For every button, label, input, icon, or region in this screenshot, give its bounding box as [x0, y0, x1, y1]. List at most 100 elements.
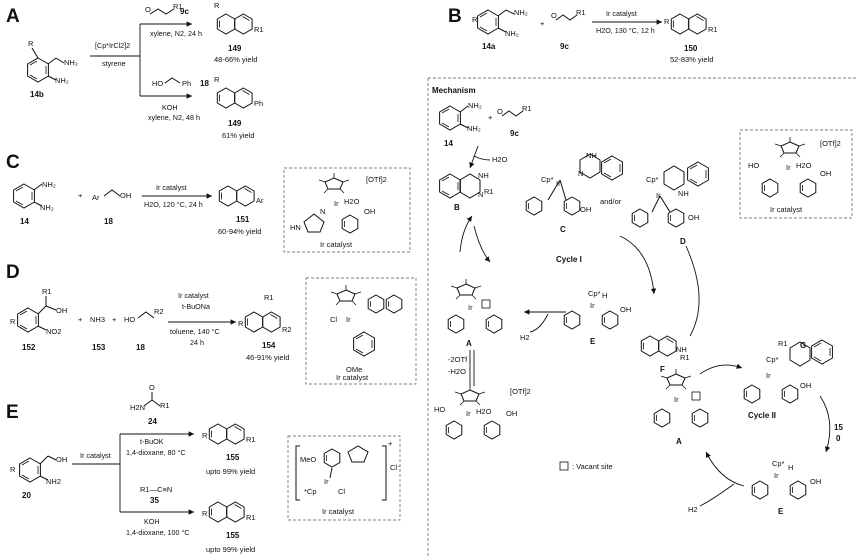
panel-label-a: A [6, 6, 20, 27]
svg-text:R2: R2 [154, 307, 164, 316]
svg-text:Cp*: Cp* [772, 459, 785, 468]
product-15: 15 [834, 423, 843, 432]
regenerated-catalyst [445, 384, 501, 440]
reactant-label-20: 20 [22, 491, 31, 500]
subst-r: R [28, 39, 34, 48]
svg-text:+: + [488, 113, 493, 122]
svg-text:9c: 9c [510, 129, 519, 138]
svg-text:NH3: NH3 [90, 315, 105, 324]
svg-text:Cp*: Cp* [588, 289, 601, 298]
cond-e-lower: 1,4-dioxane, 100 °C [126, 528, 190, 537]
svg-text:R1: R1 [264, 293, 274, 302]
svg-text:R1: R1 [246, 513, 256, 522]
svg-text:t-BuOK: t-BuOK [140, 437, 164, 446]
svg-text:R: R [214, 1, 220, 10]
product-label-155-b: 155 [226, 531, 240, 540]
label-int-d: D [680, 237, 686, 246]
mech-14-ring [439, 105, 461, 131]
label-int-b: B [454, 203, 460, 212]
svg-text:+: + [540, 19, 545, 28]
svg-text:R: R [10, 317, 16, 326]
reagent-18-a: 18 [200, 79, 209, 88]
svg-text:Ar: Ar [92, 193, 100, 202]
catalyst-box-e-label: Ir catalyst [322, 507, 355, 516]
mechanism-title: Mechanism [432, 86, 476, 95]
svg-text:O: O [145, 5, 151, 14]
svg-text:[OTf]2: [OTf]2 [510, 387, 531, 396]
product-155-lower [208, 501, 245, 523]
svg-text:H2O, 120 °C, 24 h: H2O, 120 °C, 24 h [144, 200, 203, 209]
yield-e-lower: upto 99% yield [206, 545, 255, 554]
label-int-c: C [560, 225, 566, 234]
svg-text:R2: R2 [282, 325, 292, 334]
svg-text:KOH: KOH [144, 517, 160, 526]
svg-text:Ir: Ir [346, 315, 351, 324]
svg-text:OH: OH [688, 213, 699, 222]
svg-text:R: R [238, 319, 244, 328]
svg-text:+: + [78, 191, 83, 200]
svg-text:HO: HO [152, 79, 163, 88]
svg-text:Ir: Ir [766, 371, 771, 380]
svg-text:NH₂: NH₂ [64, 58, 78, 67]
svg-text:Ir: Ir [774, 471, 779, 480]
reactant-label-14: 14 [20, 217, 29, 226]
catalyst-box-c-label: Ir catalyst [320, 240, 353, 249]
cycle-i-label: Cycle I [556, 255, 582, 264]
svg-text:KOH: KOH [162, 103, 178, 112]
svg-text:R: R [10, 465, 16, 474]
svg-text:NH₂: NH₂ [505, 29, 519, 38]
svg-text:R1: R1 [173, 2, 183, 11]
svg-text:OH: OH [800, 381, 811, 390]
yield-d: 46-91% yield [246, 353, 289, 362]
svg-text:Ph: Ph [254, 99, 263, 108]
svg-text:OH: OH [620, 305, 631, 314]
svg-text:H2O: H2O [492, 155, 508, 164]
catalyst-box-d-label: Ir catalyst [336, 373, 369, 382]
svg-text:Cp*: Cp* [646, 175, 659, 184]
svg-text:H2O: H2O [344, 197, 360, 206]
svg-text:Ir catalyst: Ir catalyst [156, 183, 187, 192]
svg-text:MeO: MeO [300, 455, 316, 464]
svg-text:Ir: Ir [674, 395, 679, 404]
svg-text:t-BuONa: t-BuONa [182, 302, 210, 311]
intermediate-e-top [563, 310, 619, 330]
svg-text:NH: NH [676, 345, 687, 354]
svg-text:toluene, 140 °C: toluene, 140 °C [170, 327, 220, 336]
svg-text:HO: HO [434, 405, 445, 414]
svg-text:OH: OH [580, 205, 591, 214]
yield-b: 52-83% yield [670, 55, 713, 64]
svg-text:14: 14 [444, 139, 453, 148]
product-label-149-b: 149 [228, 119, 242, 128]
svg-text:+: + [112, 315, 117, 324]
svg-text:O: O [551, 11, 557, 20]
svg-text:NH₂: NH₂ [514, 8, 528, 17]
yield-e-upper: upto 99% yield [206, 467, 255, 476]
svg-text:*Cp: *Cp [304, 487, 317, 496]
svg-text:OH: OH [56, 455, 67, 464]
cond-e-upper: 1,4-dioxane, 80 °C [126, 448, 186, 457]
svg-text:H: H [602, 291, 607, 300]
svg-text:Cl⁻: Cl⁻ [390, 463, 401, 472]
svg-text:R1: R1 [708, 25, 718, 34]
reagent-label-9c-b: 9c [560, 42, 569, 51]
reactant-14b-ring [27, 57, 49, 83]
svg-text:H2O: H2O [796, 161, 812, 170]
svg-text:OH: OH [810, 477, 821, 486]
svg-text:Cp*: Cp* [541, 175, 554, 184]
label-int-e-bottom: E [778, 507, 784, 516]
svg-text:NH: NH [478, 171, 489, 180]
svg-text:N: N [478, 190, 483, 199]
svg-text:OH: OH [364, 207, 375, 216]
label-int-g: G [800, 341, 806, 350]
svg-text:H: H [788, 463, 793, 472]
svg-text:NH: NH [678, 189, 689, 198]
catalyst-a-line1: [Cp*IrCl2]2 [95, 41, 130, 50]
intermediate-c [525, 153, 623, 216]
svg-text:HO: HO [124, 315, 135, 324]
catalyst-box-d [305, 277, 417, 385]
svg-text:H2N: H2N [130, 403, 145, 412]
intermediate-e-bottom [751, 480, 807, 500]
svg-text:Ph: Ph [182, 79, 191, 88]
product-label-149-a: 149 [228, 44, 242, 53]
